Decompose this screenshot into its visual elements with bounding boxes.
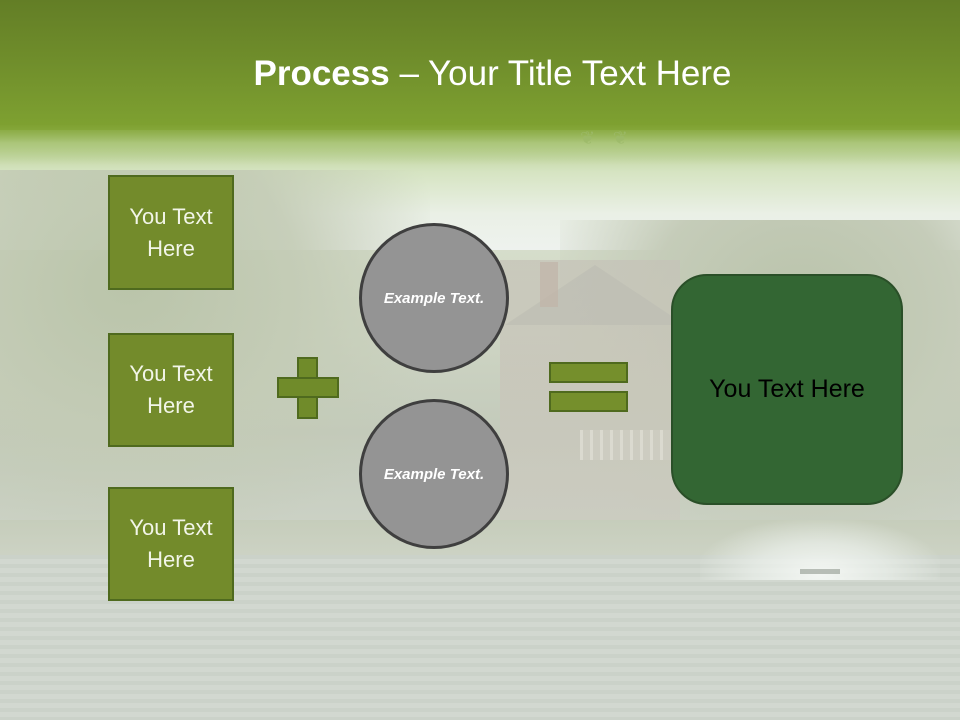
result-box[interactable]: You Text Here — [671, 274, 903, 505]
title-rest: – Your Title Text Here — [389, 54, 732, 93]
text-box-1-label: You Text Here — [129, 203, 213, 261]
leaves-decoration-icon: ❦ ❦ — [580, 128, 634, 149]
text-box-2[interactable]: You Text Here — [108, 333, 234, 447]
text-box-1[interactable]: You Text Here — [108, 175, 234, 290]
example-circle-2-label: Example Text. — [383, 465, 485, 483]
text-box-3-label: You Text Here — [129, 515, 213, 572]
text-box-3[interactable]: You Text Here — [108, 487, 234, 601]
header-band — [0, 0, 960, 130]
result-box-label: You Text Here — [709, 375, 865, 403]
plus-center — [299, 379, 316, 396]
slide-title[interactable]: Process – Your Title Text Here — [0, 50, 960, 98]
header-fade — [0, 125, 960, 165]
background-balcony — [580, 430, 670, 460]
title-bold: Process — [253, 54, 390, 93]
equals-top-bar — [549, 362, 628, 383]
equals-bottom-bar — [549, 391, 628, 412]
text-box-2-label: You Text Here — [129, 361, 213, 418]
background-roof — [505, 265, 685, 325]
example-circle-1-label: Example Text. — [383, 289, 485, 307]
background-chimney — [540, 262, 558, 307]
fountain-base — [800, 569, 840, 574]
example-circle-1[interactable]: Example Text. — [359, 223, 509, 373]
example-circle-2[interactable]: Example Text. — [359, 399, 509, 549]
